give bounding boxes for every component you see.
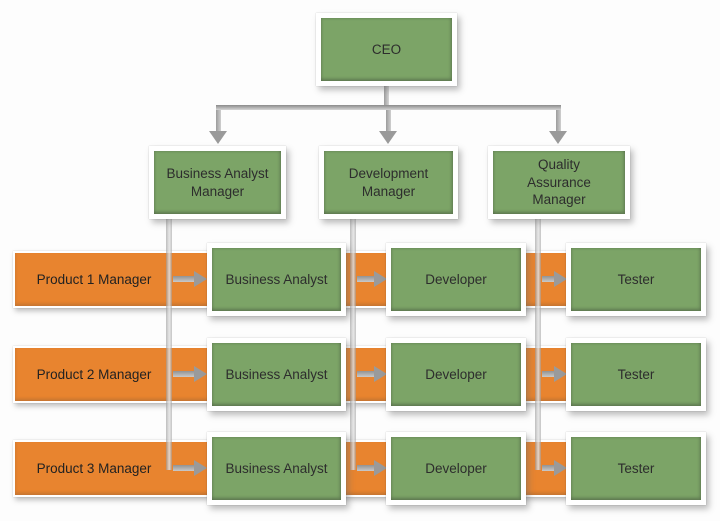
role-box-tester-2: Tester [566, 338, 706, 411]
role-box-tester-1: Tester [566, 243, 706, 316]
arrow-shaft [542, 465, 554, 471]
role-label: Developer [425, 271, 487, 287]
right-arrow-icon [357, 366, 387, 382]
arrow-head [554, 271, 567, 287]
arrow-shaft [173, 465, 194, 471]
role-label: Business Analyst [225, 460, 328, 476]
role-label: Tester [617, 366, 655, 382]
managers-connector-line [216, 105, 561, 110]
role-box-developer-1: Developer [386, 243, 526, 316]
arrow-head [379, 131, 397, 144]
manager-drop-line-quality-assurance [535, 217, 541, 470]
arrow-shaft [215, 110, 221, 131]
right-arrow-icon [173, 460, 207, 476]
arrow-shaft [357, 276, 374, 282]
ceo-connector-line [384, 84, 389, 108]
arrow-head [194, 366, 207, 382]
manager-drop-line-business-analyst [166, 217, 172, 470]
manager-box-quality-assurance: Quality Assurance Manager [488, 146, 630, 219]
right-arrow-icon [357, 460, 387, 476]
arrow-head [194, 460, 207, 476]
role-box-developer-3: Developer [386, 432, 526, 505]
arrow-shaft [357, 371, 374, 377]
role-box-developer-2: Developer [386, 338, 526, 411]
right-arrow-icon [542, 271, 567, 287]
arrow-shaft [357, 465, 374, 471]
arrow-head [554, 366, 567, 382]
product-label: Product 1 Manager [36, 272, 152, 287]
manager-box-business-analyst: Business Analyst Manager [149, 146, 286, 219]
arrow-shaft [542, 276, 554, 282]
role-label: Business Analyst [225, 366, 328, 382]
arrow-head [374, 271, 387, 287]
manager-label: Quality Assurance Manager [527, 156, 591, 208]
arrow-shaft [555, 110, 561, 131]
role-box-tester-3: Tester [566, 432, 706, 505]
arrow-shaft [173, 276, 194, 282]
arrow-head [194, 271, 207, 287]
role-box-business-analyst-3: Business Analyst [207, 432, 346, 505]
role-label: Tester [617, 271, 655, 287]
role-label: Business Analyst [225, 271, 328, 287]
arrow-head [554, 460, 567, 476]
arrow-shaft [173, 371, 194, 377]
right-arrow-icon [542, 366, 567, 382]
down-arrow-icon [379, 110, 397, 144]
arrow-shaft [542, 371, 554, 377]
arrow-head [209, 131, 227, 144]
down-arrow-icon [209, 110, 227, 144]
right-arrow-icon [173, 366, 207, 382]
product-label: Product 2 Manager [36, 367, 152, 382]
manager-label: Development Manager [348, 165, 429, 199]
right-arrow-icon [357, 271, 387, 287]
down-arrow-icon [549, 110, 567, 144]
product-label: Product 3 Manager [36, 461, 152, 476]
arrow-head [549, 131, 567, 144]
role-box-business-analyst-1: Business Analyst [207, 243, 346, 316]
role-box-business-analyst-2: Business Analyst [207, 338, 346, 411]
right-arrow-icon [542, 460, 567, 476]
ceo-label: CEO [371, 41, 402, 57]
arrow-shaft [385, 110, 391, 131]
role-label: Developer [425, 366, 487, 382]
manager-label: Business Analyst Manager [166, 165, 269, 199]
manager-box-development: Development Manager [319, 146, 458, 219]
arrow-head [374, 460, 387, 476]
right-arrow-icon [173, 271, 207, 287]
arrow-head [374, 366, 387, 382]
manager-drop-line-development [350, 217, 356, 470]
ceo-box: CEO [316, 13, 457, 86]
role-label: Tester [617, 460, 655, 476]
role-label: Developer [425, 460, 487, 476]
